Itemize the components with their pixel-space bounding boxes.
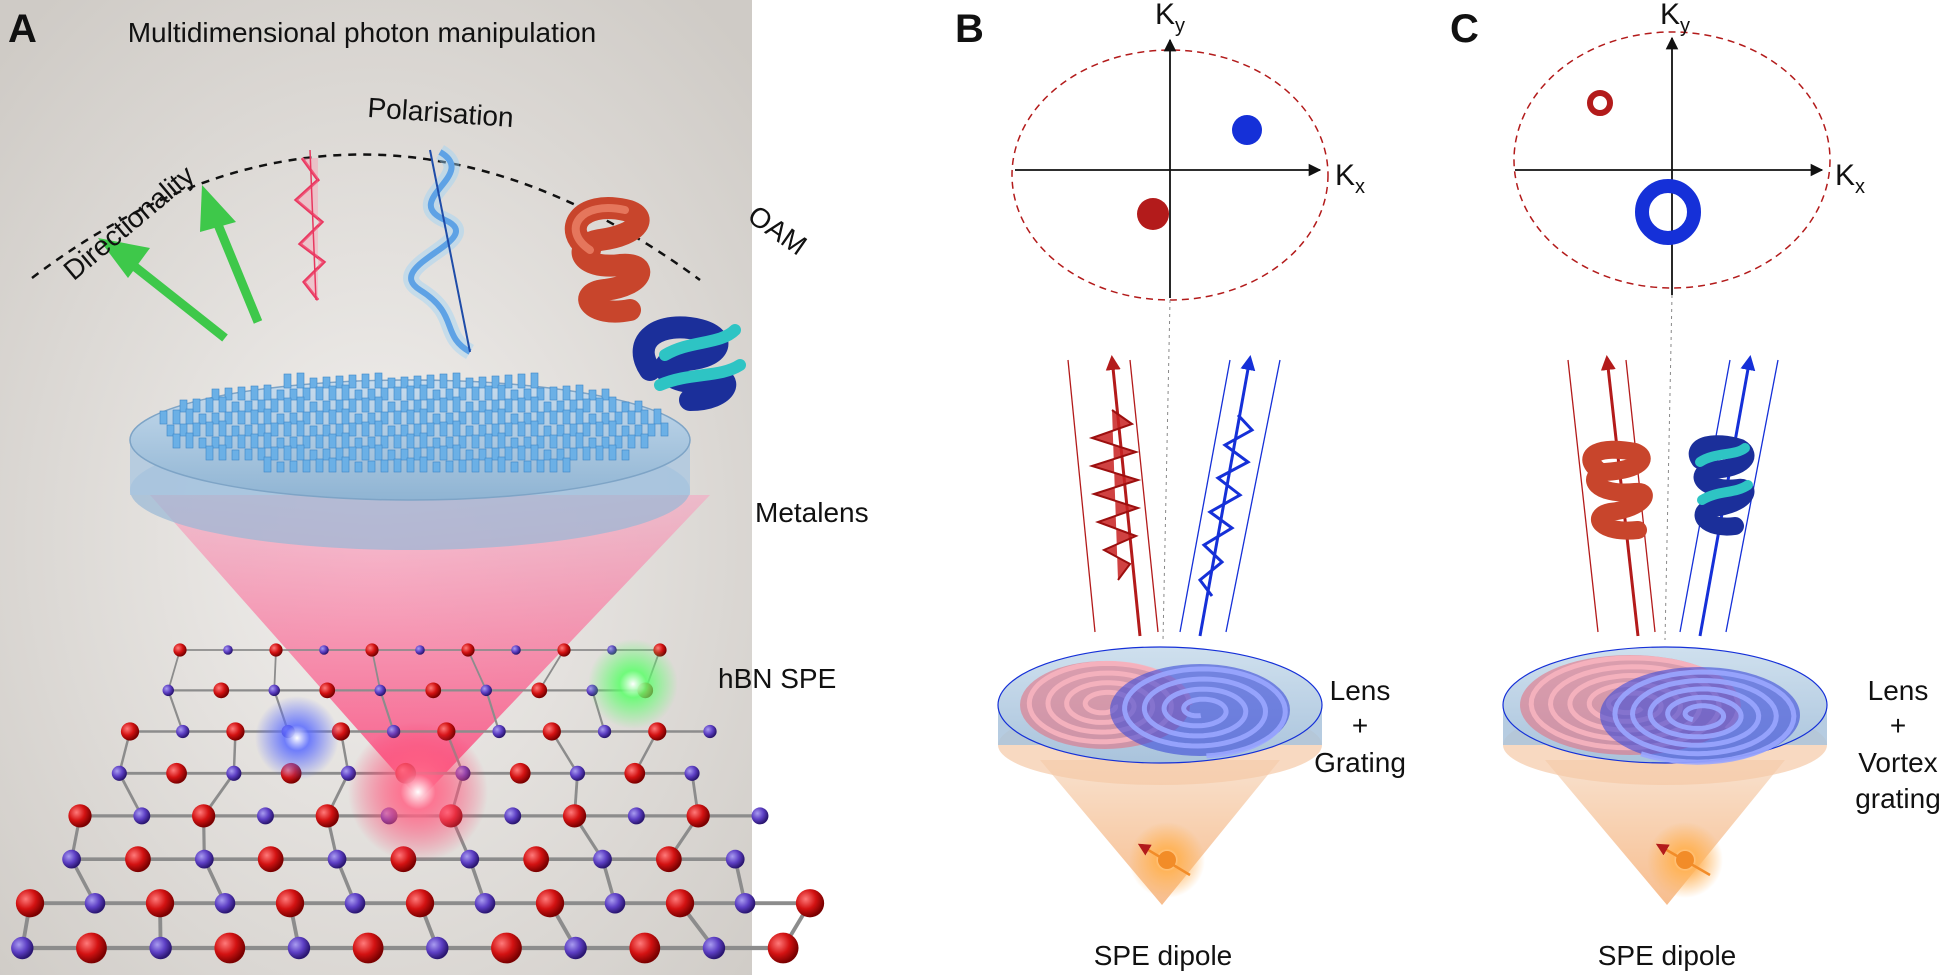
element-label-b: Lens + Grating [1314, 675, 1406, 778]
grating-lens-b [997, 646, 1323, 785]
blue-vortex-beam [1679, 355, 1779, 637]
svg-text:Grating: Grating [1314, 747, 1406, 778]
blue-beam [1179, 355, 1281, 637]
label-hbn-spe: hBN SPE [718, 663, 836, 694]
svg-text:+: + [1890, 710, 1906, 741]
vortex-grating-lens-c [1502, 646, 1828, 785]
center-guide [1162, 299, 1171, 641]
ky-label: Ky [1155, 0, 1185, 37]
red-beam [1067, 355, 1159, 637]
svg-text:Lens: Lens [1868, 675, 1929, 706]
svg-text:grating: grating [1855, 783, 1941, 814]
red-vortex-beam [1567, 355, 1656, 637]
ky-label-c: Ky [1660, 0, 1690, 37]
blue-emitter-glow [255, 696, 339, 780]
circular-polarisation-wave [403, 145, 475, 359]
panel-a-title: Multidimensional photon manipulation [128, 17, 597, 48]
dipole-label-c: SPE dipole [1598, 940, 1737, 971]
panel-letter-a: A [8, 7, 37, 51]
panel-a: A Multidimensional photon manipulation D… [0, 0, 869, 975]
green-emitter-glow [588, 639, 678, 729]
metalens-pillars [159, 372, 669, 473]
linear-polarisation-wave [293, 157, 327, 301]
red-emitter-glow [348, 722, 488, 862]
emission-cone [150, 495, 710, 800]
dipole-label-b: SPE dipole [1094, 940, 1233, 971]
blue-ring [1635, 179, 1701, 245]
blue-spot [1232, 115, 1262, 145]
panel-letter-b: B [955, 7, 984, 51]
svg-text:+: + [1352, 710, 1368, 741]
red-spot [1137, 198, 1169, 230]
svg-text:Lens: Lens [1330, 675, 1391, 706]
svg-text:Vortex: Vortex [1858, 747, 1937, 778]
element-label-c: Lens + Vortex grating [1855, 675, 1941, 814]
oam-red-helix [564, 197, 651, 323]
center-guide-c [1664, 294, 1673, 641]
red-ring [1587, 90, 1613, 116]
panel-b: B Ky Kx [955, 0, 1406, 971]
k-space-boundary-c [1513, 31, 1831, 289]
capability-arc [31, 153, 701, 282]
kx-label-c: Kx [1835, 159, 1865, 198]
label-oam: OAM [742, 199, 812, 261]
oam-blue-helix [632, 316, 746, 411]
kx-label: Kx [1335, 159, 1365, 198]
directionality-arrows [98, 185, 263, 342]
panel-c: C Ky Kx [1450, 0, 1941, 971]
label-metalens: Metalens [755, 497, 869, 528]
panel-letter-c: C [1450, 7, 1479, 51]
